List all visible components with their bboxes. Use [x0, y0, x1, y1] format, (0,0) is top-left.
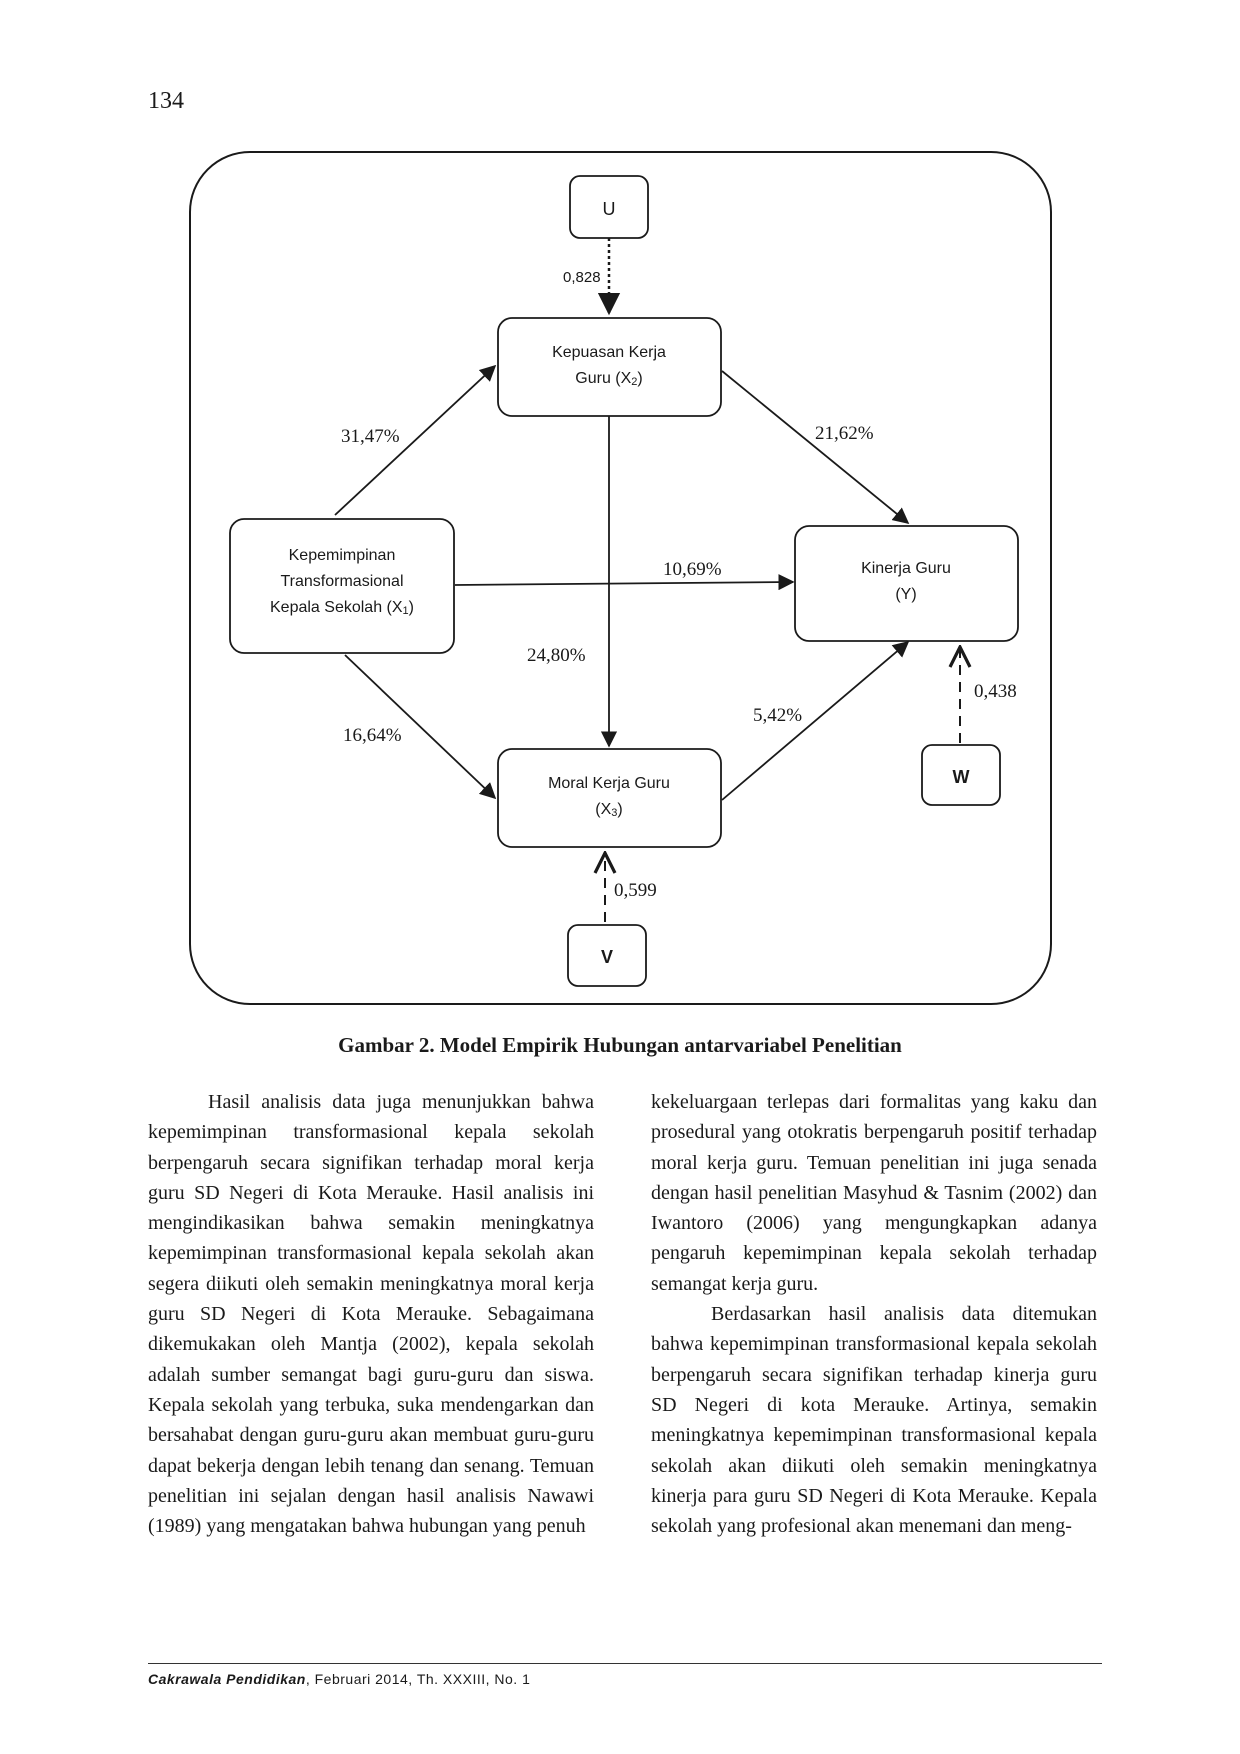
edge-x2-y: [721, 370, 910, 525]
page-number: 134: [148, 88, 184, 114]
edge-label-w-y: 0,438: [974, 681, 1017, 702]
footer-journal-name: Cakrawala Pendidikan: [148, 1671, 306, 1687]
paragraph: kekeluargaan terlepas dari formalitas ya…: [651, 1091, 1097, 1295]
node-x2-line1: Kepuasan Kerja: [552, 344, 666, 361]
edge-x1-x2: [334, 364, 497, 516]
edge-x1-y: [454, 574, 795, 591]
edge-label-v-x3: 0,599: [614, 880, 657, 901]
node-x1-line3: Kepala Sekolah (X1): [270, 599, 414, 617]
node-x2-line2: Guru (X2): [575, 370, 642, 388]
node-y: Kinerja Guru (Y): [794, 525, 1019, 642]
figure-caption: Gambar 2. Model Empirik Hubungan antarva…: [338, 1033, 902, 1057]
node-w: W: [921, 744, 1001, 806]
node-x1-line2: Transformasional: [280, 573, 403, 590]
edge-x3-y: [721, 640, 910, 801]
node-u: U: [569, 175, 649, 239]
footer-issue-details: , Februari 2014, Th. XXXIII, No. 1: [305, 1671, 531, 1687]
node-y-line2: (Y): [895, 586, 916, 603]
node-x2: Kepuasan Kerja Guru (X2): [497, 317, 722, 417]
node-x1: Kepemimpinan Transformasional Kepala Sek…: [229, 518, 455, 654]
diagram-frame: [189, 151, 1052, 1005]
edge-label-x1-x3: 16,64%: [343, 725, 402, 746]
edge-label-x1-x2: 31,47%: [341, 426, 400, 447]
node-x3-line1: Moral Kerja Guru: [548, 775, 670, 792]
node-y-line1: Kinerja Guru: [861, 560, 951, 577]
edge-label-x2-x3: 24,80%: [527, 645, 586, 666]
edge-label-x3-y: 5,42%: [753, 705, 802, 726]
node-w-label: W: [953, 767, 970, 787]
edge-label-x1-y: 10,69%: [663, 559, 722, 580]
node-u-label: U: [603, 199, 616, 219]
node-v: V: [567, 924, 647, 987]
paragraph: Hasil analisis data juga menunjukkan bah…: [148, 1091, 594, 1538]
node-v-label: V: [601, 947, 613, 967]
body-column-left: Hasil analisis data juga menunjukkan bah…: [148, 1087, 594, 1541]
path-diagram: U Kepuasan Kerja Guru (X2) Kepemimpinan …: [189, 151, 1052, 1005]
node-x3: Moral Kerja Guru (X3): [497, 748, 722, 848]
footer-rule: [148, 1663, 1102, 1664]
body-column-right: kekeluargaan terlepas dari formalitas ya…: [651, 1087, 1097, 1541]
edge-x1-x3: [344, 654, 497, 800]
page-footer: Cakrawala Pendidikan, Februari 2014, Th.…: [148, 1671, 530, 1687]
edge-label-x2-y: 21,62%: [815, 423, 874, 444]
paragraph: Berdasarkan hasil analisis data ditemuka…: [651, 1303, 1097, 1538]
node-x1-line1: Kepemimpinan: [289, 547, 396, 564]
node-x3-line2: (X3): [595, 801, 622, 819]
edge-label-u-x2: 0,828: [563, 269, 601, 286]
